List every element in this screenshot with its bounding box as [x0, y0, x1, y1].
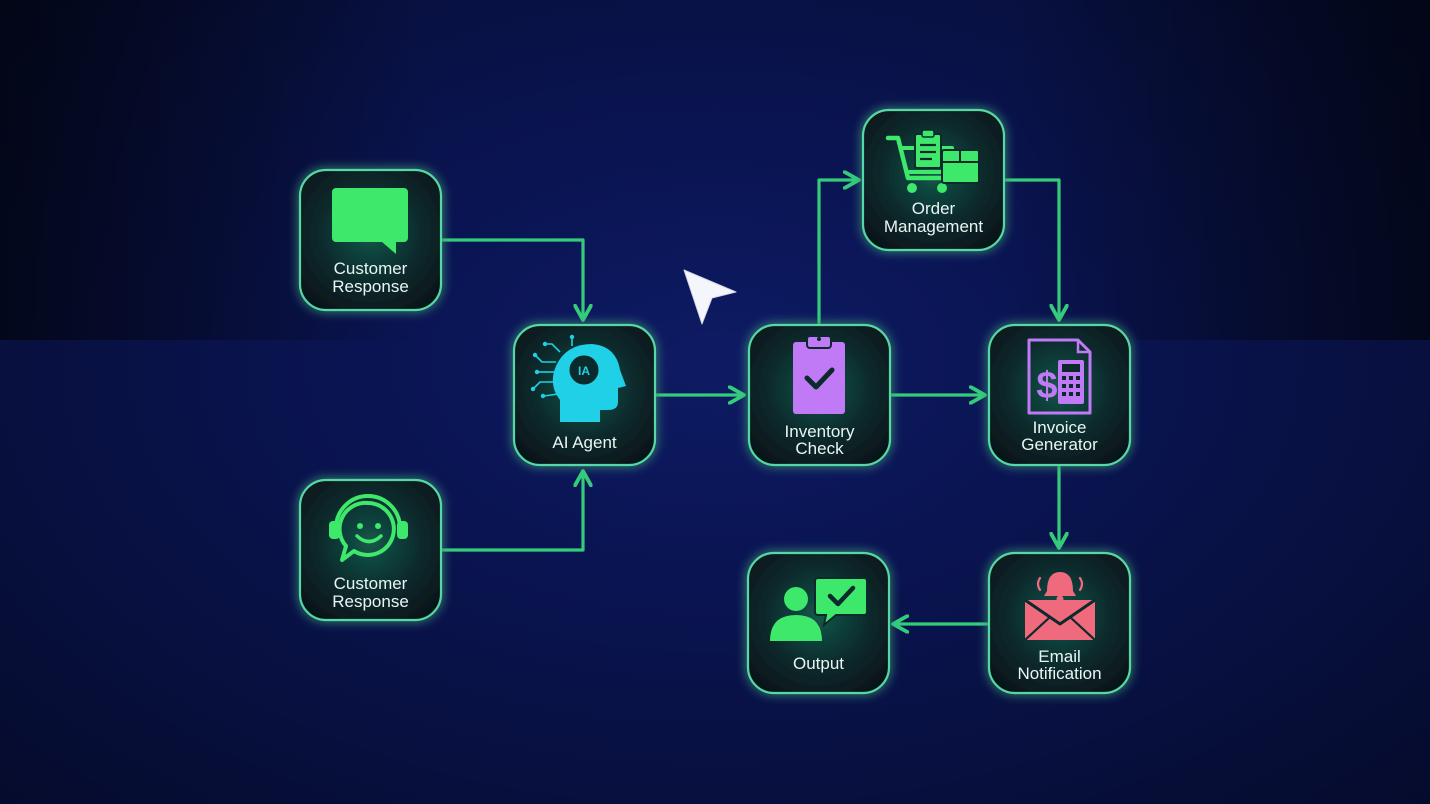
- envelope-bell-icon: [1024, 572, 1096, 641]
- node-label-line2: Notification: [1017, 664, 1101, 683]
- node-label-line1: Email: [1038, 647, 1081, 666]
- node-label-line1: Inventory: [785, 422, 855, 441]
- node-label-line1: Customer: [334, 259, 408, 278]
- node-label-line1: Invoice: [1033, 418, 1087, 437]
- node-ai-agent[interactable]: IA AI Agent: [512, 323, 657, 467]
- node-label-line2: Response: [332, 277, 409, 296]
- invoice-calculator-icon: $: [1027, 338, 1092, 415]
- connectors: [440, 178, 1059, 624]
- node-customer-response-top[interactable]: Customer Response: [298, 168, 443, 312]
- clipboard-check-icon: [793, 335, 845, 414]
- node-output[interactable]: Output: [746, 551, 891, 695]
- connector-customer-bottom-to-ai: [440, 471, 583, 552]
- node-label-line1: Order: [912, 199, 956, 218]
- ai-head-icon: IA: [530, 334, 626, 422]
- ai-icon-text: IA: [578, 364, 590, 378]
- shopping-cart-icon: [885, 129, 980, 193]
- node-customer-response-bottom[interactable]: Customer Response: [298, 478, 443, 622]
- node-label-line2: Check: [795, 439, 844, 458]
- node-label-line2: Generator: [1021, 435, 1098, 454]
- smiley-headset-icon: [329, 494, 408, 562]
- node-label-line1: AI Agent: [552, 433, 617, 452]
- dollar-sign-text: $: [1036, 365, 1057, 407]
- connector-customer-top-to-ai: [440, 238, 583, 320]
- node-invoice-generator[interactable]: $ Invoice Generator: [987, 323, 1132, 467]
- node-label-line1: Output: [793, 654, 844, 673]
- node-label-line2: Response: [332, 592, 409, 611]
- connector-inventory-to-order: [817, 180, 859, 326]
- mouse-pointer-icon: [683, 269, 737, 325]
- connector-order-to-invoice: [1004, 178, 1059, 320]
- node-label-line2: Management: [884, 217, 984, 236]
- node-label-line1: Customer: [334, 574, 408, 593]
- node-email-notification[interactable]: Email Notification: [987, 551, 1132, 695]
- node-order-management[interactable]: Order Management: [861, 108, 1006, 252]
- chat-bubble-icon: [332, 188, 408, 254]
- node-inventory-check[interactable]: Inventory Check: [747, 323, 892, 467]
- user-check-icon: [770, 577, 868, 641]
